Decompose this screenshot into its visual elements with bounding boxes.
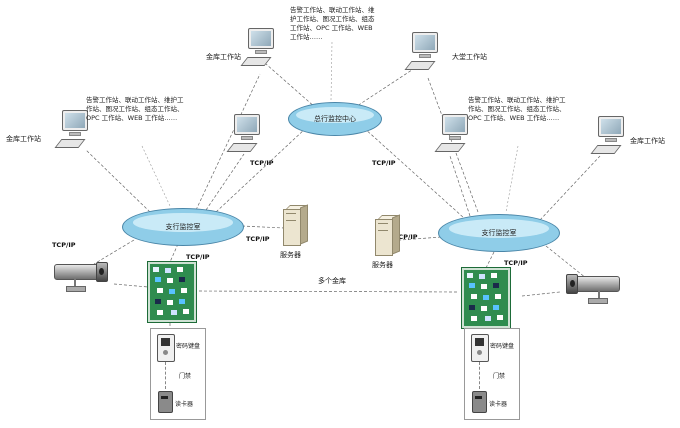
card-reader-icon [472,391,487,413]
screen-icon [601,119,621,134]
tcpip-label-3: TCP/IP [52,241,76,249]
door-device-box-left: 密码键盘 门禁 读卡器 [150,328,206,420]
access-control-board-right [462,268,510,328]
camera-mount-icon [598,290,600,298]
monitor-stand-icon [255,50,267,54]
server-left [282,204,308,246]
workstation-right-outer [590,116,628,162]
keyboard-icon [590,145,622,154]
tcpip-label-5: TCP/IP [186,253,210,261]
access-control-board-left [148,262,196,322]
screen-icon [251,31,271,46]
server-left-label: 服务器 [280,251,301,259]
screen-icon [415,35,435,50]
server-icon [375,219,393,256]
monitor-stand-icon [241,136,253,140]
workstation-left-outer [54,110,92,156]
workstation-left-inner [226,114,264,160]
workstation-right-inner [434,114,472,160]
screen-icon [237,117,257,132]
device-connector-line [165,362,166,389]
hub-branch-left: 支行监控室 [122,208,244,246]
tcpip-label-2: TCP/IP [372,159,396,167]
camera-lens-icon [96,262,108,282]
cctv-camera-left [50,258,114,300]
door-label: 门禁 [493,373,506,380]
door-label: 门禁 [179,373,192,380]
monitor-stand-icon [449,136,461,140]
keyboard-icon [404,61,436,70]
workstation-top-right [404,32,442,78]
computer-icon [62,110,88,131]
tcpip-label-7: TCP/IP [504,259,528,267]
camera-base-icon [588,298,608,304]
note-top: 告警工作站、联动工作站、维护工作站、图况工作站、组态工作站、OPC 工作站、WE… [290,6,375,41]
server-icon [392,214,400,255]
hub-branch-left-label: 支行监控室 [165,223,201,231]
reader-label: 读卡器 [175,401,194,408]
workstation-left-outer-label: 金库工作站 [6,135,41,143]
camera-mount-icon [74,278,76,286]
keyboard-icon [226,143,258,152]
hub-head-office: 总行监控中心 [288,102,382,136]
keyboard-icon [240,57,272,66]
camera-body-icon [54,264,100,280]
hub-branch-right-label: 支行监控室 [481,229,517,237]
keypad-label: 密码键盘 [176,343,201,350]
server-icon [300,204,308,245]
keypad-device-icon [471,334,489,362]
workstation-top-left-label: 金库工作站 [206,53,241,61]
server-right [374,214,400,256]
computer-icon [412,32,438,53]
computer-icon [234,114,260,135]
keypad-device-icon [157,334,175,362]
keyboard-icon [434,143,466,152]
workstation-top-right-label: 大堂工作站 [452,53,487,61]
computer-icon [248,28,274,49]
cctv-camera-right [560,270,624,312]
hub-branch-right: 支行监控室 [438,214,560,252]
camera-lens-icon [566,274,578,294]
multiple-vaults-label: 多个金库 [318,277,346,285]
screen-icon [445,117,465,132]
device-connector-line [479,362,480,389]
door-device-box-right: 密码键盘 门禁 读卡器 [464,328,520,420]
note-leader-lines [141,41,519,213]
hub-head-office-label: 总行监控中心 [314,115,356,123]
card-reader-icon [158,391,173,413]
keypad-label: 密码键盘 [490,343,515,350]
camera-body-icon [574,276,620,292]
workstation-top-left [240,28,278,74]
camera-base-icon [66,286,86,292]
tcpip-label-6: TCP/IP [394,233,418,241]
server-right-label: 服务器 [372,261,393,269]
workstation-right-outer-label: 金库工作站 [630,137,665,145]
tcpip-label-1: TCP/IP [250,159,274,167]
screen-icon [65,113,85,128]
keyboard-icon [54,139,86,148]
reader-label: 读卡器 [489,401,508,408]
tcpip-label-4: TCP/IP [246,235,270,243]
note-left: 告警工作站、联动工作站、维护工作站、图况工作站、组态工作站、OPC 工作站、WE… [86,96,184,122]
server-icon [283,209,301,246]
monitor-stand-icon [605,138,617,142]
computer-icon [598,116,624,137]
note-right: 告警工作站、联动工作站、维护工作站、图况工作站、组态工作站、OPC 工作站、WE… [468,96,566,122]
computer-icon [442,114,468,135]
monitor-stand-icon [69,132,81,136]
monitor-stand-icon [419,54,431,58]
